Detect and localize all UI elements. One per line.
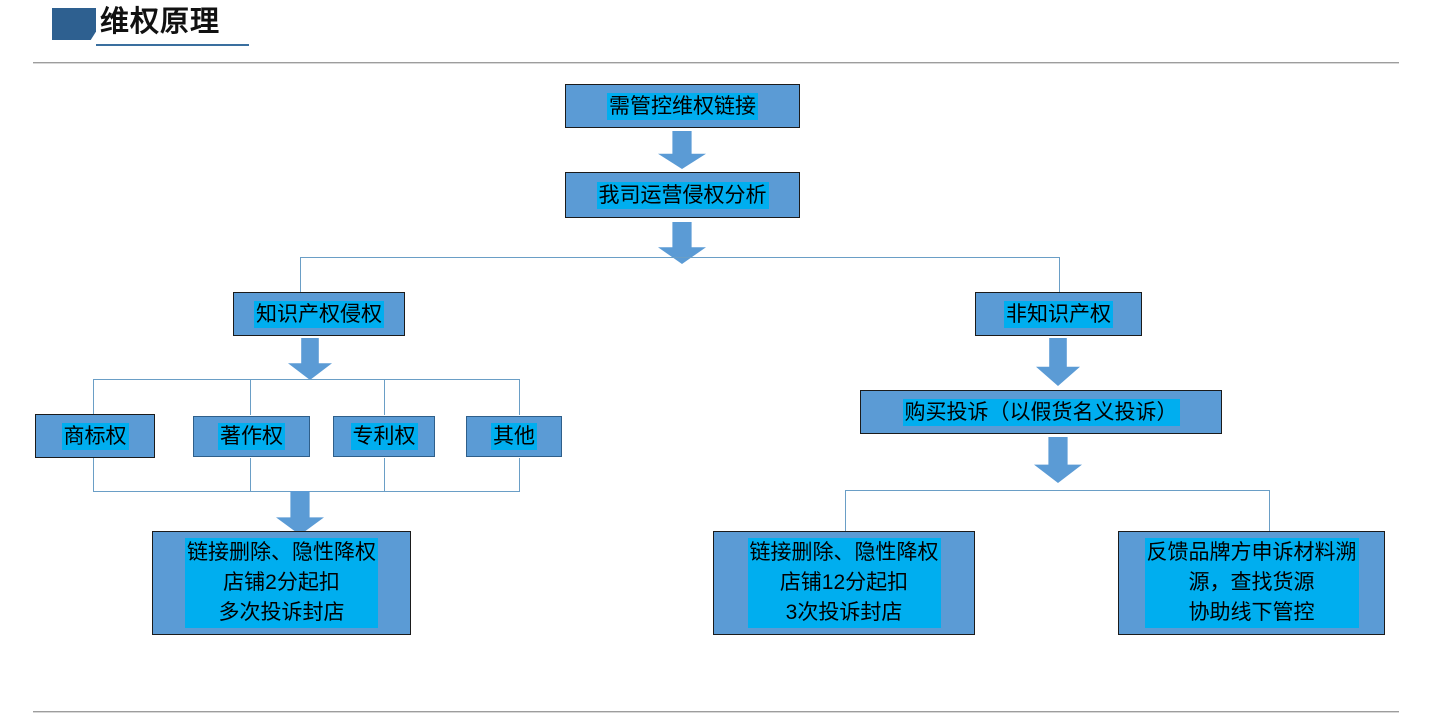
node-non-ip-label: 非知识产权 [1004,300,1113,328]
node-root[interactable]: 需管控维权链接 [565,84,800,128]
node-purchase-complaint-label: 购买投诉（以假货名义投诉） [902,398,1180,426]
down-arrow-icon [1036,338,1080,386]
divider-top [33,62,1399,64]
down-arrow-icon [288,338,332,380]
connector-type-drop-4 [519,379,520,415]
node-right-result-penalty[interactable]: 链接删除、隐性降权 店铺12分起扣 3次投诉封店 [713,531,975,635]
divider-bottom [33,711,1399,713]
node-trademark[interactable]: 商标权 [35,414,155,458]
title-flag-icon [52,8,96,40]
node-purchase-complaint[interactable]: 购买投诉（以假货名义投诉） [860,390,1222,434]
node-analysis[interactable]: 我司运营侵权分析 [565,172,800,218]
node-other-label: 其他 [491,423,537,450]
connector-right-split-bus [845,490,1270,491]
node-patent-label: 专利权 [350,423,418,450]
connector-type-drop-2 [250,379,251,415]
node-non-ip[interactable]: 非知识产权 [975,292,1142,336]
node-right-result-traceback[interactable]: 反馈品牌方申诉材料溯 源，查找货源 协助线下管控 [1118,531,1385,635]
node-ip-infringement-label: 知识产权侵权 [254,300,384,328]
node-copyright[interactable]: 著作权 [193,416,310,457]
connector-type-drop-1 [93,379,94,415]
connector-merge-rise-1 [93,458,94,492]
down-arrow-icon [658,131,706,169]
down-arrow-icon [1034,437,1082,483]
node-right-result-traceback-label: 反馈品牌方申诉材料溯 源，查找货源 协助线下管控 [1144,538,1359,628]
connector-merge-rise-2 [250,458,251,492]
connector-split-main [300,257,1060,258]
node-patent[interactable]: 专利权 [333,416,435,457]
node-left-result-label: 链接删除、隐性降权 店铺2分起扣 多次投诉封店 [185,538,378,628]
node-other[interactable]: 其他 [466,416,562,457]
node-analysis-label: 我司运营侵权分析 [596,181,769,209]
node-left-result[interactable]: 链接删除、隐性降权 店铺2分起扣 多次投诉封店 [152,531,411,635]
connector-types-bus [93,379,520,380]
connector-merge-rise-4 [519,458,520,492]
node-right-result-penalty-label: 链接删除、隐性降权 店铺12分起扣 3次投诉封店 [747,538,941,628]
page-title: 维权原理 [100,6,221,38]
node-copyright-label: 著作权 [218,423,285,450]
connector-right-split-left-drop [845,490,846,532]
down-arrow-icon [276,491,324,535]
node-trademark-label: 商标权 [61,422,129,450]
connector-type-drop-3 [384,379,385,415]
connector-merge-rise-3 [384,458,385,492]
node-root-label: 需管控维权链接 [607,92,758,120]
node-ip-infringement[interactable]: 知识产权侵权 [233,292,405,336]
connector-split-right-drop [1059,257,1060,294]
connector-right-split-right-drop [1269,490,1270,532]
title-underline [96,44,249,46]
connector-split-left-drop [300,257,301,294]
